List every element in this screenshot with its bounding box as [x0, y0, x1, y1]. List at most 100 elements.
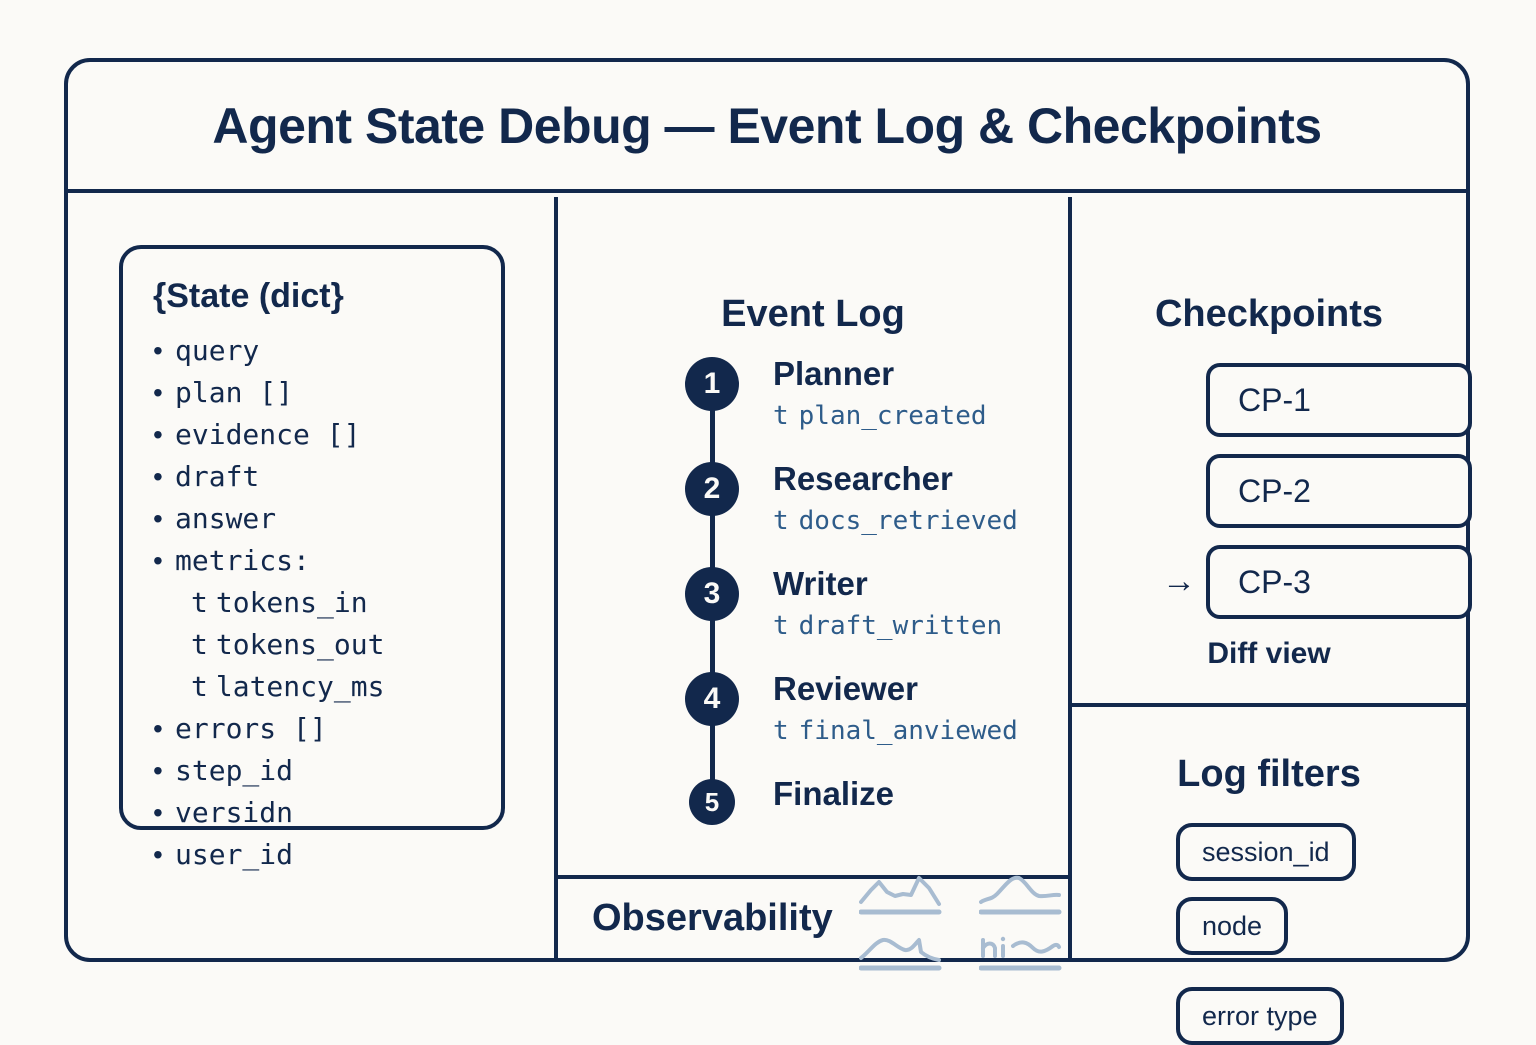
state-field-label: query	[175, 334, 260, 367]
state-field-label: metrics:	[175, 544, 310, 577]
state-field-label: versi​dn	[175, 796, 294, 829]
state-card-title: {State (dict}	[153, 277, 344, 315]
state-field-query: • query	[153, 330, 501, 372]
step-text: Writer t draft_written	[773, 565, 1002, 645]
step-event-label: plan_created	[798, 401, 987, 431]
bullet-icon: •	[153, 461, 163, 492]
t-prefix-icon: t	[773, 611, 789, 641]
state-field-version: • versi​dn	[153, 792, 501, 834]
event-log-title: Event Log	[721, 293, 905, 335]
state-field-label: step_id	[175, 754, 294, 787]
state-field-step-id: • step_id	[153, 750, 501, 792]
state-field-evidence: • evidence []	[153, 414, 501, 456]
observability-sparklines	[858, 870, 1063, 974]
checkpoint-cp-1[interactable]: CP-1	[1206, 363, 1472, 437]
checkpoint-cp-2[interactable]: CP-2	[1206, 454, 1472, 528]
step-text: Finalize	[773, 775, 894, 813]
step-number-badge: 1	[685, 357, 739, 411]
step-name: Researcher	[773, 460, 953, 497]
filter-chip-node[interactable]: node	[1176, 897, 1289, 955]
bullet-icon: •	[153, 713, 163, 744]
state-field-label: user_id	[175, 838, 294, 871]
content-columns: {State (dict} • query • plan [] • evidence …	[68, 197, 1472, 1045]
bullet-icon: •	[153, 755, 163, 786]
filter-chip-session-id[interactable]: session_id	[1176, 823, 1356, 881]
log-filters-panel: Log filters session_id node error type	[1072, 707, 1466, 1045]
diff-view-label[interactable]: Diff view	[1207, 637, 1331, 670]
state-field-list: • query • plan [] • evidence [] • draft • ans…	[123, 330, 501, 876]
sparkline-bottom-left-icon	[858, 937, 942, 970]
diagram-canvas: Agent State Debug — Event Log & Checkpoi…	[64, 58, 1472, 1045]
bullet-icon: •	[153, 839, 163, 870]
bullet-icon: •	[153, 335, 163, 366]
header-bar: Agent State Debug — Event Log & Checkpoi…	[68, 62, 1466, 193]
state-field-label: errors []	[175, 712, 327, 745]
state-field-user-id: • user_id	[153, 834, 501, 876]
right-column: Checkpoints CP-1 CP-2	[1072, 197, 1472, 1045]
observability-title: Observability	[592, 897, 833, 939]
bullet-icon: •	[153, 503, 163, 534]
step-name: Writer	[773, 565, 868, 602]
t-prefix-icon: t	[191, 586, 208, 619]
state-field-label: tokens_out	[215, 628, 385, 661]
checkpoint-label: CP-3	[1238, 563, 1311, 600]
state-field-label: answer	[175, 502, 277, 535]
sparkline-bottom-right-icon	[978, 936, 1062, 970]
step-event-label: draft_written	[798, 611, 1003, 641]
step-number-badge: 3	[685, 567, 739, 621]
checkpoints-list: CP-1 CP-2 → CP-3	[1072, 363, 1472, 636]
step-text: Planner t plan_created	[773, 355, 987, 435]
bullet-icon: •	[153, 377, 163, 408]
state-field-errors: • errors []	[153, 708, 501, 750]
state-field-metrics: • metrics:	[153, 540, 501, 582]
state-field-draft: • draft	[153, 456, 501, 498]
step-event: t draft_written	[773, 607, 1002, 645]
state-field-label: evidence []	[175, 418, 361, 451]
checkpoint-label: CP-2	[1238, 472, 1311, 509]
checkpoints-title: Checkpoints	[1154, 293, 1384, 335]
step-number-badge: 4	[685, 672, 739, 726]
state-field-label: plan []	[175, 376, 294, 409]
sparkline-top-right-icon	[978, 875, 1062, 914]
filter-chip-error-type[interactable]: error type	[1176, 987, 1344, 1045]
t-prefix-icon: t	[773, 401, 789, 431]
t-prefix-icon: t	[191, 628, 208, 661]
step-number-badge: 5	[689, 779, 735, 825]
state-column: {State (dict} • query • plan [] • evidence …	[68, 197, 558, 958]
bullet-icon: •	[153, 419, 163, 450]
step-event: t plan_created	[773, 397, 987, 435]
state-field-plan: • plan []	[153, 372, 501, 414]
app-frame: Agent State Debug — Event Log & Checkpoi…	[64, 58, 1472, 1045]
checkpoints-panel: Checkpoints CP-1 CP-2	[1072, 197, 1472, 707]
state-field-label: draft	[175, 460, 260, 493]
bullet-icon: •	[153, 545, 163, 576]
page-title: Agent State Debug — Event Log & Checkpoi…	[212, 97, 1322, 154]
step-name: Planner	[773, 355, 895, 392]
log-filter-chips: session_id node error type	[1176, 823, 1446, 1045]
state-card: {State (dict} • query • plan [] • evidence …	[119, 245, 505, 871]
bullet-icon: •	[153, 797, 163, 828]
checkpoint-row: → CP-3	[1072, 545, 1472, 636]
log-filters-title: Log filters	[1177, 753, 1361, 795]
selected-checkpoint-arrow-icon: →	[1162, 562, 1196, 600]
step-event-label: docs_retrieved	[798, 506, 1018, 536]
step-name: Reviewer	[773, 670, 918, 707]
observability-panel: Observability	[558, 875, 1068, 970]
state-field-label: tokens_in	[215, 586, 368, 619]
checkpoint-row: CP-2	[1072, 454, 1472, 545]
checkpoint-row: CP-1	[1072, 363, 1472, 454]
sparkline-top-left-icon	[858, 875, 942, 914]
step-name: Finalize	[773, 775, 895, 812]
t-prefix-icon: t	[191, 670, 208, 703]
step-event-label: final_anviewed	[798, 716, 1018, 746]
checkpoint-cp-3[interactable]: CP-3	[1206, 545, 1472, 619]
